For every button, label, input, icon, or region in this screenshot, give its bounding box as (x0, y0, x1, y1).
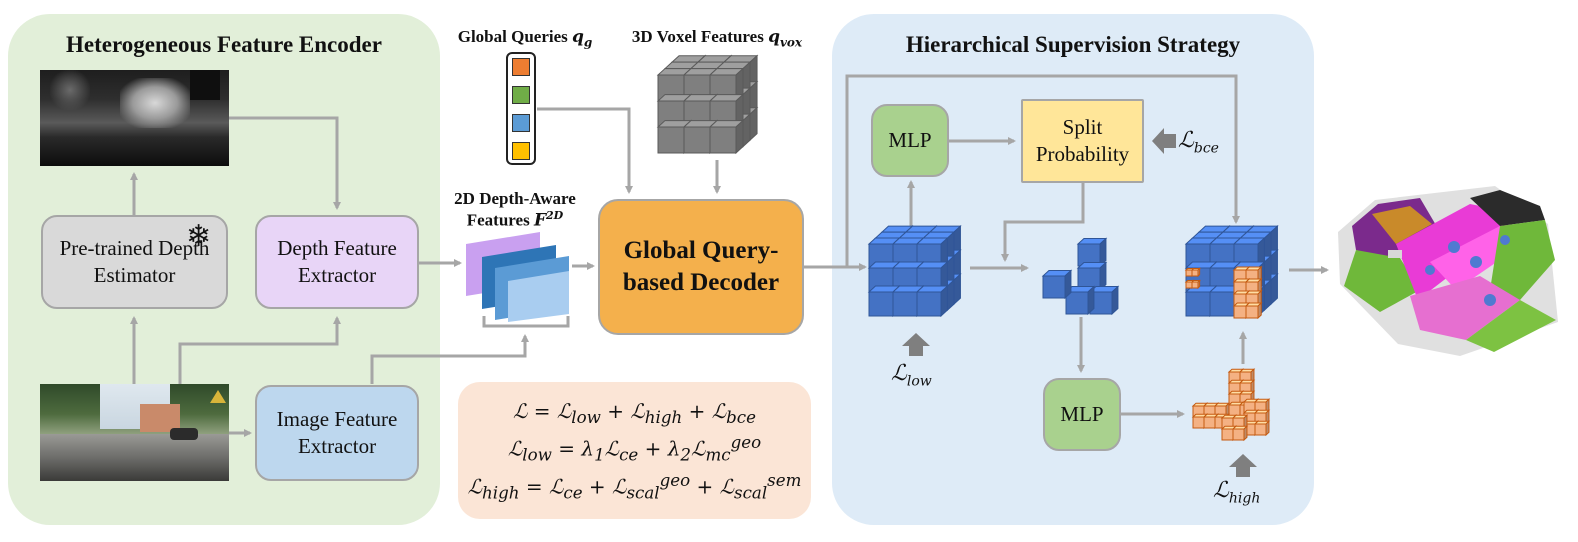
voxel (1191, 281, 1199, 289)
voxel (1257, 301, 1262, 320)
snowflake-icon: ❄ (186, 219, 212, 254)
formula-block: ℒ = ℒlow + ℒhigh + ℒbce ℒlow = λ1ℒce + λ… (458, 396, 811, 505)
depth-estimator-label: Pre-trained Depth Estimator (59, 235, 210, 287)
query-token (512, 58, 530, 76)
depth-extractor-label: Depth Feature Extractor (277, 235, 397, 287)
split-voxels (1041, 237, 1120, 316)
formula-panel (458, 382, 811, 519)
voxel (940, 284, 948, 318)
voxel (1270, 273, 1278, 306)
voxel (1192, 416, 1205, 429)
loss-arrows (902, 128, 1257, 477)
voxel (1185, 291, 1211, 317)
voxel (1233, 305, 1247, 319)
voxel (1209, 291, 1235, 317)
formula-low: ℒlow = λ1ℒce + λ2ℒmcgeo (507, 433, 762, 465)
voxel (1228, 404, 1241, 417)
split-probability-label: Split Probability (1035, 114, 1130, 166)
voxel (1243, 425, 1248, 442)
voxel (1232, 428, 1245, 441)
voxel (1191, 269, 1199, 277)
formula-total: ℒ = ℒlow + ℒhigh + ℒbce (513, 399, 756, 427)
global-queries-label: Global Queries qg (457, 27, 593, 50)
loss-low-label: ℒlow (891, 361, 932, 390)
voxel (1099, 237, 1107, 268)
voxel (1185, 281, 1193, 289)
loss-high-label: ℒhigh (1213, 478, 1261, 507)
refined-voxel-cube (1184, 225, 1279, 320)
loss-high-arrow (1229, 454, 1257, 477)
loss-bce-arrow (1152, 128, 1176, 154)
semantic-scene-output (1338, 186, 1558, 356)
voxel (683, 126, 711, 154)
coarse-voxel-cube (867, 225, 962, 318)
mlp-top-box: MLP (871, 104, 949, 177)
voxel (916, 291, 942, 317)
voxel (735, 119, 744, 155)
voxel (1245, 305, 1259, 319)
voxel-features-label: 3D Voxel Features qvox (631, 27, 803, 50)
voxel (709, 126, 737, 154)
voxel (1203, 416, 1216, 429)
depth-aware-feature-stack (466, 232, 570, 328)
formula-high: ℒhigh = ℒce + ℒscalgeo + ℒscalsem (467, 470, 802, 503)
voxel (1042, 275, 1066, 299)
supervision-arrows (845, 74, 1329, 418)
voxel (1263, 278, 1272, 312)
fine-voxels (1191, 368, 1271, 442)
voxel (1197, 279, 1201, 290)
voxel (1065, 291, 1089, 315)
voxel (1111, 285, 1119, 316)
voxel (1185, 269, 1193, 277)
voxel (657, 126, 685, 154)
voxel (1265, 420, 1270, 437)
loss-low-arrow (902, 333, 930, 356)
query-token (512, 86, 530, 104)
voxel (953, 273, 961, 306)
mlp-top-label: MLP (888, 127, 932, 152)
voxel (1197, 267, 1201, 278)
decoder-box: Global Query-based Decoder (598, 199, 804, 335)
camera-image (40, 384, 229, 481)
voxel (1254, 423, 1267, 436)
split-probability-box: Split Probability (1021, 99, 1144, 183)
image-extractor-box: Image Feature Extractor (255, 385, 419, 481)
depth-map-image (40, 70, 229, 166)
voxel (1087, 285, 1095, 316)
voxel (742, 112, 751, 148)
voxel (946, 278, 955, 312)
voxel (1099, 261, 1107, 292)
depth-estimator-box: Pre-trained Depth Estimator (41, 215, 228, 309)
supervision-title: Hierarchical Supervision Strategy (905, 32, 1241, 57)
voxel (1221, 428, 1234, 441)
query-token (512, 114, 530, 132)
encoder-arrows (130, 107, 867, 437)
decoder-label: Global Query-based Decoder (622, 236, 780, 297)
encoder-title: Heterogeneous Feature Encoder (66, 32, 382, 57)
voxel (892, 291, 918, 317)
loss-bce-label: ℒbce (1178, 128, 1219, 157)
voxel (1064, 269, 1072, 300)
mlp-bottom-box: MLP (1043, 378, 1121, 451)
depth-aware-label: 2D Depth-Aware Features F2D (454, 189, 576, 231)
voxel-features-cube (656, 54, 759, 155)
voxel (749, 106, 758, 142)
query-token (512, 142, 530, 160)
mlp-bottom-label: MLP (1060, 401, 1104, 426)
depth-extractor-box: Depth Feature Extractor (255, 215, 419, 309)
voxel (868, 291, 894, 317)
image-extractor-label: Image Feature Extractor (276, 406, 398, 458)
